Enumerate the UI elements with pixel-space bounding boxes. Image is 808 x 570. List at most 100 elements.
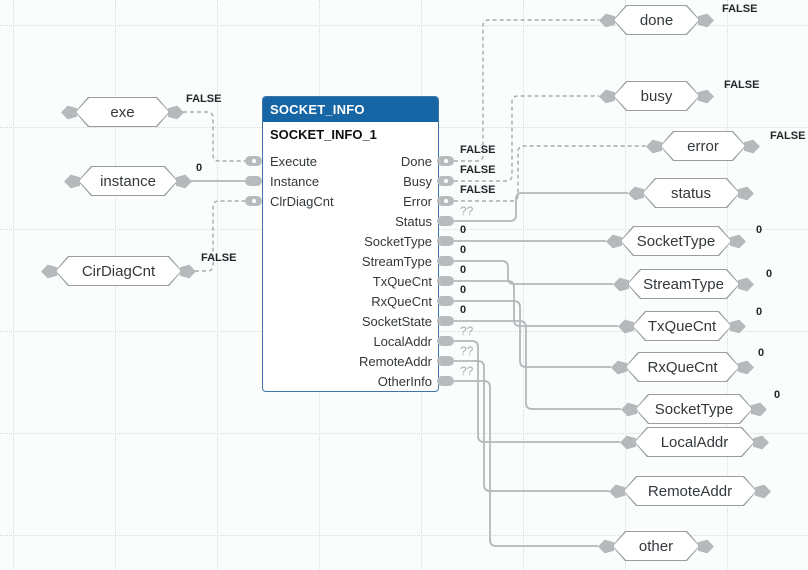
tag-connector-arrow[interactable] — [738, 360, 754, 375]
output-tag-sockettype-2[interactable]: SocketType — [635, 394, 753, 424]
value-label: FALSE — [724, 79, 760, 91]
output-pin-remoteaddr[interactable] — [437, 356, 454, 366]
tag-connector-arrow[interactable] — [738, 186, 754, 201]
tag-connector-arrow[interactable] — [168, 105, 184, 120]
input-tag-exe[interactable]: exe — [75, 97, 170, 127]
output-tag-status[interactable]: status — [642, 178, 740, 208]
wire-exe-execute[interactable] — [183, 111, 245, 162]
tag-hexagon-fill — [633, 312, 731, 340]
input-pin-instance[interactable] — [245, 176, 262, 186]
output-tag-done[interactable]: done — [613, 5, 700, 35]
tag-connector-arrow[interactable] — [628, 186, 644, 201]
output-tag-streamtype[interactable]: StreamType — [627, 269, 740, 299]
output-pin-label-txquecnt: TxQueCnt — [372, 274, 432, 289]
output-tag-error[interactable]: error — [660, 131, 746, 161]
tag-connector-arrow[interactable] — [755, 484, 771, 499]
tag-connector-arrow[interactable] — [599, 89, 615, 104]
wire-cirdiagcnt-clrdiagcnt[interactable] — [195, 200, 245, 272]
output-tag-busy[interactable]: busy — [613, 81, 700, 111]
input-tag-instance[interactable]: instance — [78, 166, 178, 196]
tag-connector-arrow[interactable] — [646, 139, 662, 154]
tag-connector-arrow[interactable] — [606, 234, 622, 249]
output-pin-status[interactable] — [437, 216, 454, 226]
tag-connector-arrow[interactable] — [41, 264, 57, 279]
output-pin-label-done: Done — [400, 154, 432, 169]
output-pin-socketstate[interactable] — [437, 316, 454, 326]
input-pin-clrdiagcnt[interactable] — [245, 196, 262, 206]
tag-label: TxQueCnt — [647, 317, 717, 335]
output-tag-remoteaddr[interactable]: RemoteAddr — [623, 476, 757, 506]
tag-connector-arrow[interactable] — [730, 319, 746, 334]
tag-connector-arrow[interactable] — [180, 264, 196, 279]
output-tag-rxquecnt[interactable]: RxQueCnt — [625, 352, 740, 382]
wire-status-status[interactable] — [454, 192, 628, 222]
tag-connector-arrow[interactable] — [698, 539, 714, 554]
input-tag-cirdiagcnt[interactable]: CirDiagCnt — [55, 256, 182, 286]
output-pin-label-localaddr: LocalAddr — [373, 334, 432, 349]
tag-hexagon-fill — [614, 82, 699, 110]
wire-txquecnt-txquecnt[interactable] — [454, 280, 618, 327]
value-label: ?? — [460, 364, 474, 378]
output-pin-otherinfo[interactable] — [437, 376, 454, 386]
value-label: ?? — [460, 324, 474, 338]
grid-line — [0, 25, 808, 26]
output-pin-localaddr[interactable] — [437, 336, 454, 346]
tag-connector-arrow[interactable] — [61, 105, 77, 120]
wire-otherinfo-other[interactable] — [454, 380, 598, 547]
tag-connector-arrow[interactable] — [730, 234, 746, 249]
tag-connector-arrow[interactable] — [599, 13, 615, 28]
tag-connector-arrow[interactable] — [621, 402, 637, 417]
tag-connector-arrow[interactable] — [176, 174, 192, 189]
value-label: 0 — [460, 264, 467, 276]
wire-streamtype-streamtype[interactable] — [454, 260, 613, 285]
output-pin-done[interactable] — [437, 156, 454, 166]
output-tag-sockettype[interactable]: SocketType — [620, 226, 732, 256]
tag-connector-arrow[interactable] — [598, 539, 614, 554]
tag-connector-arrow[interactable] — [751, 402, 767, 417]
wire-busy-busy[interactable] — [454, 95, 599, 182]
value-label: FALSE — [186, 93, 222, 105]
grid-line — [523, 0, 524, 570]
output-pin-sockettype[interactable] — [437, 236, 454, 246]
tag-connector-arrow[interactable] — [618, 319, 634, 334]
value-label: 0 — [460, 284, 467, 296]
value-label: 0 — [756, 224, 763, 236]
tag-connector-arrow[interactable] — [611, 360, 627, 375]
tag-connector-arrow[interactable] — [64, 174, 80, 189]
wire-socketstate-sockettype2[interactable] — [454, 320, 621, 410]
grid-line — [0, 433, 808, 434]
wire-localaddr-localaddr[interactable] — [454, 340, 620, 443]
tag-connector-arrow[interactable] — [609, 484, 625, 499]
wire-rxquecnt-rxquecnt[interactable] — [454, 300, 611, 368]
output-pin-rxquecnt[interactable] — [437, 296, 454, 306]
output-tag-localaddr[interactable]: LocalAddr — [634, 427, 755, 457]
input-pin-execute[interactable] — [245, 156, 262, 166]
output-pin-label-streamtype: StreamType — [361, 254, 432, 269]
wire-done-done[interactable] — [454, 19, 599, 162]
tag-connector-arrow[interactable] — [744, 139, 760, 154]
output-tag-txquecnt[interactable]: TxQueCnt — [632, 311, 732, 341]
tag-label: status — [670, 184, 712, 202]
tag-hexagon-fill — [76, 98, 169, 126]
tag-connector-arrow[interactable] — [738, 277, 754, 292]
output-pin-busy[interactable] — [437, 176, 454, 186]
value-label: FALSE — [460, 184, 496, 196]
output-tag-other[interactable]: other — [612, 531, 700, 561]
output-pin-txquecnt[interactable] — [437, 276, 454, 286]
output-pin-label-status: Status — [395, 214, 432, 229]
tag-label: instance — [100, 172, 156, 190]
bool-pin-dot — [443, 179, 448, 183]
wire-remoteaddr-remoteaddr[interactable] — [454, 360, 609, 492]
tag-hexagon-fill — [628, 270, 739, 298]
value-label: 0 — [460, 244, 467, 256]
output-pin-error[interactable] — [437, 196, 454, 206]
tag-connector-arrow[interactable] — [698, 89, 714, 104]
tag-connector-arrow[interactable] — [753, 435, 769, 450]
tag-connector-arrow[interactable] — [613, 277, 629, 292]
tag-connector-arrow[interactable] — [698, 13, 714, 28]
tag-connector-arrow[interactable] — [620, 435, 636, 450]
output-pin-streamtype[interactable] — [437, 256, 454, 266]
tag-hexagon-fill — [643, 179, 739, 207]
